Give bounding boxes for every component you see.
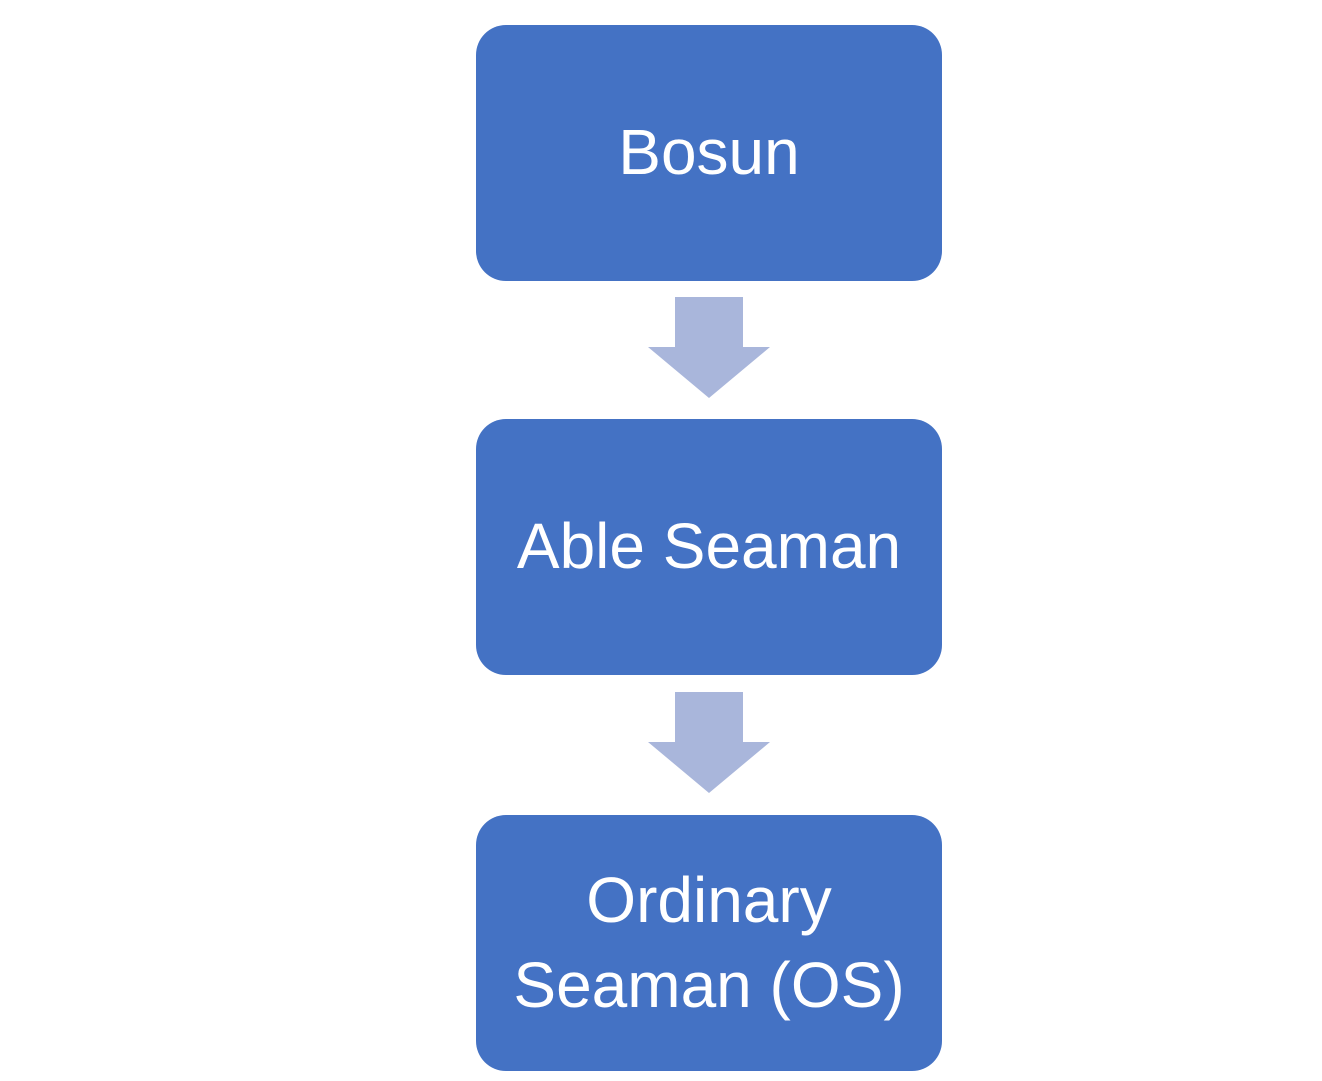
down-arrow-shape (648, 692, 770, 793)
down-arrow-icon (648, 692, 770, 793)
flowchart-node-able-seaman: Able Seaman (476, 419, 942, 675)
down-arrow-icon (648, 297, 770, 398)
node-label-able-seaman: Able Seaman (516, 510, 902, 583)
flowchart-node-ordinary-seaman: Ordinary Seaman (OS) (476, 815, 942, 1071)
down-arrow-shape (648, 297, 770, 398)
node-label-bosun: Bosun (618, 116, 800, 189)
flowchart-node-bosun: Bosun (476, 25, 942, 281)
node-label-ordinary-seaman: Ordinary Seaman (OS) (513, 863, 905, 1021)
